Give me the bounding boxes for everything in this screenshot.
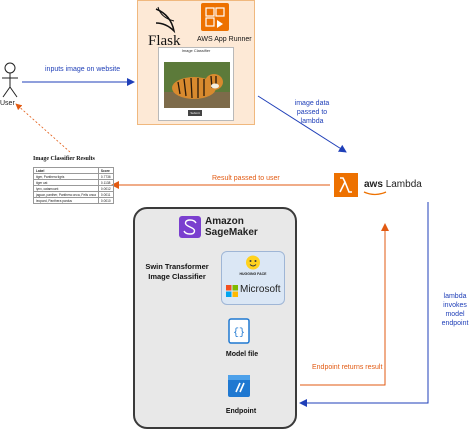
submit-button[interactable]: Submit <box>188 110 202 116</box>
endpoint-label: Endpoint <box>225 408 257 415</box>
sagemaker-title-line2: SageMaker <box>205 227 258 238</box>
svg-text:{}: {} <box>233 327 245 339</box>
aws-smile-icon <box>363 191 387 196</box>
arrow-lambda-invokes-endpoint <box>299 202 429 407</box>
lambda-label: aws Lambda <box>364 179 422 190</box>
hugging-face-label: HUGGING FACE <box>239 272 267 276</box>
flask-label: Flask <box>148 33 181 49</box>
model-name-label: Swin Transformer Image Classifier <box>145 262 209 281</box>
tiger-photo <box>164 62 230 108</box>
flow-label-result-passed: Result passed to user <box>212 175 280 182</box>
sagemaker-container <box>133 207 297 429</box>
flow-label-image-data-passed: image data passed to lambda <box>294 100 330 125</box>
stick-figure-icon <box>2 62 18 98</box>
score-cell: 0.0010 <box>97 197 114 204</box>
model-file-label: Model file <box>225 351 259 358</box>
flow-label-inputs-image: inputs image on website <box>45 66 121 73</box>
classifier-page-title: Image Classifier <box>181 48 211 53</box>
flow-label-lambda-invokes: lambda invokes model endpoint <box>441 293 469 327</box>
flow-label-endpoint-returns: Endpoint returns result <box>312 364 383 371</box>
microsoft-label: Microsoft <box>240 284 281 295</box>
lambda-icon <box>334 173 358 197</box>
app-runner-label: AWS App Runner <box>197 36 252 43</box>
sagemaker-title-line1: Amazon <box>205 216 244 227</box>
results-title: Image Classifier Results <box>33 156 95 162</box>
flask-icon <box>155 6 176 34</box>
app-runner-icon <box>201 3 229 31</box>
label-cell: leopard, Panthera pardus <box>33 197 99 204</box>
arrow-endpoint-returns-result <box>300 223 389 386</box>
sagemaker-icon <box>179 216 201 238</box>
endpoint-icon <box>228 375 250 397</box>
microsoft-icon <box>226 285 238 297</box>
user-label: User <box>0 100 15 107</box>
hugging-face-icon <box>246 255 260 270</box>
arrow-image-to-lambda <box>257 95 347 153</box>
model-file-icon: {} <box>228 318 250 344</box>
sagemaker-title: Amazon SageMaker <box>205 216 258 238</box>
arrow-results-to-user <box>15 103 71 153</box>
lambda-aws-prefix: aws <box>364 179 383 190</box>
lambda-name: Lambda <box>385 179 422 190</box>
